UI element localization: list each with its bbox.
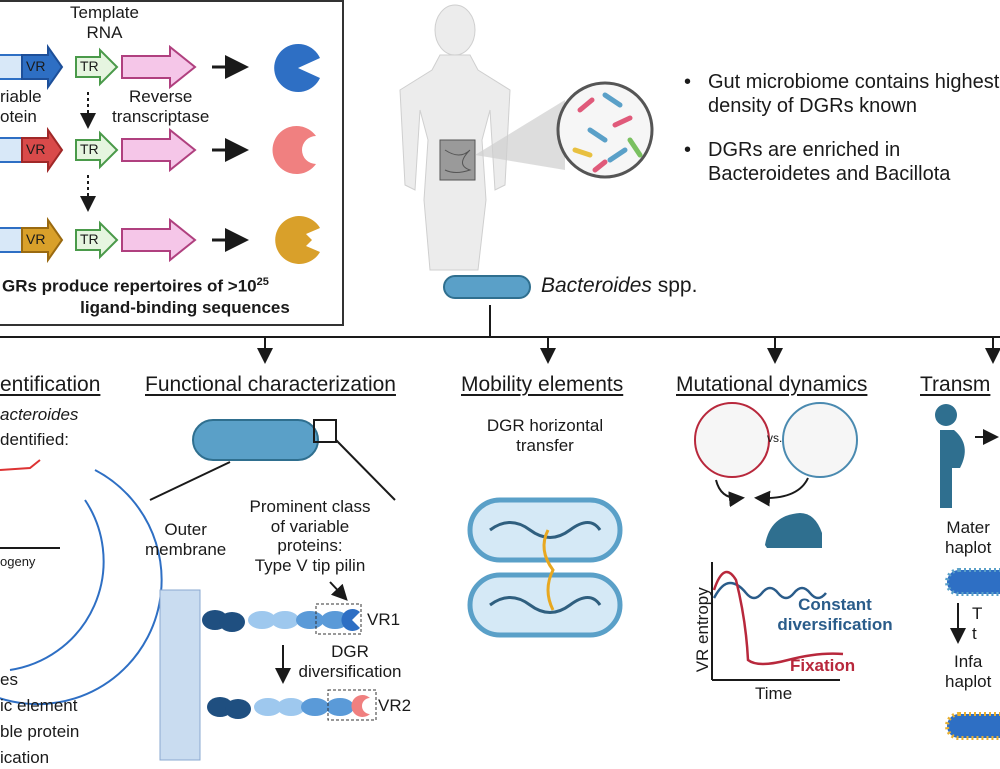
heading-functional-characterization: Functional characterization	[145, 373, 396, 396]
legend-item: ble protein	[0, 722, 80, 741]
constant-diversification-line	[712, 581, 827, 600]
mutational-graphics	[694, 402, 858, 681]
template-rna-label: Template RNA	[70, 3, 139, 42]
genus: Bacteroides	[541, 274, 652, 297]
vr-label: VR	[26, 58, 46, 74]
vs-label: vs.	[767, 431, 783, 445]
tr-label: TR	[80, 141, 99, 157]
binding-protein-icon	[275, 215, 320, 264]
outer-membrane-label: Outer membrane	[145, 520, 227, 559]
x-axis-label: Time	[755, 684, 793, 703]
binding-protein-icon	[272, 126, 316, 175]
maternal-haplotype-label: Mater haplot	[945, 518, 992, 557]
caption-line-1: GRs produce repertoires of >1025	[2, 276, 269, 296]
dgr-diversification-label: DGR diversification	[298, 642, 402, 681]
dgr-horizontal-transfer-label: DGR horizontal transfer	[486, 416, 604, 455]
functional-graphics	[149, 419, 396, 761]
vr1-label: VR1	[367, 610, 401, 629]
vr2-label: VR2	[378, 696, 412, 715]
bullet-item: DGRs are enriched in Bacteroidetes and B…	[680, 138, 1000, 186]
transmission-graphics	[935, 404, 1000, 740]
bacteroides-label: Bacteroides spp.	[541, 274, 697, 298]
heading-transmission: Transm	[920, 373, 991, 396]
bullet-list: Gut microbiome contains highest density …	[680, 70, 1000, 206]
fixation-label: Fixation	[790, 656, 856, 675]
dgr-row-3	[0, 215, 320, 264]
vr-label: VR	[26, 141, 46, 157]
legend-item: ic element	[0, 696, 78, 715]
heading-mobility-elements: Mobility elements	[461, 373, 624, 396]
heading-identification: entification	[0, 373, 101, 396]
intestine-icon	[439, 139, 476, 181]
tree-connectors	[0, 305, 1000, 364]
dgr-row-1	[0, 43, 320, 93]
identification-line-2: dentified:	[0, 430, 69, 449]
y-axis-label: VR entropy	[692, 587, 712, 673]
reverse-transcriptase-label: Reverse transcriptase	[112, 87, 210, 126]
dgr-row-2	[0, 126, 316, 175]
caption-text: GRs produce repertoires of >10	[2, 276, 257, 296]
tr-label: TR	[80, 231, 99, 247]
caption-exponent: 25	[256, 276, 269, 288]
binding-protein-icon	[274, 44, 320, 93]
bacteroides-icon	[443, 275, 531, 299]
constant-diversification-label: Constant diversification	[777, 595, 893, 634]
microbes	[572, 92, 643, 173]
vr-label: VR	[26, 231, 46, 247]
legend-item: es	[0, 670, 18, 689]
infant-haplotype-label: Infa haplot	[945, 652, 992, 691]
mouse-icon	[765, 513, 822, 548]
phylogeny-tree	[0, 459, 163, 706]
heading-mutational-dynamics: Mutational dynamics	[676, 373, 868, 396]
fixation-line	[712, 570, 844, 666]
mobility-graphics	[467, 497, 623, 638]
phylogeny-label: ogeny	[0, 554, 36, 569]
human-figure	[399, 4, 511, 271]
transfer-label: T t	[972, 604, 983, 643]
dgr-mechanism-box	[0, 0, 344, 326]
tr-label: TR	[80, 58, 99, 74]
legend-item: ication	[0, 748, 50, 767]
prominent-class-label: Prominent class of variable proteins: Ty…	[249, 497, 371, 575]
identification-line-1: acteroides	[0, 405, 79, 424]
variable-protein-label: riable otein	[0, 87, 42, 126]
caption-line-2: ligand-binding sequences	[80, 298, 290, 317]
spp: spp.	[651, 274, 698, 297]
bullet-item: Gut microbiome contains highest density …	[680, 70, 1000, 118]
